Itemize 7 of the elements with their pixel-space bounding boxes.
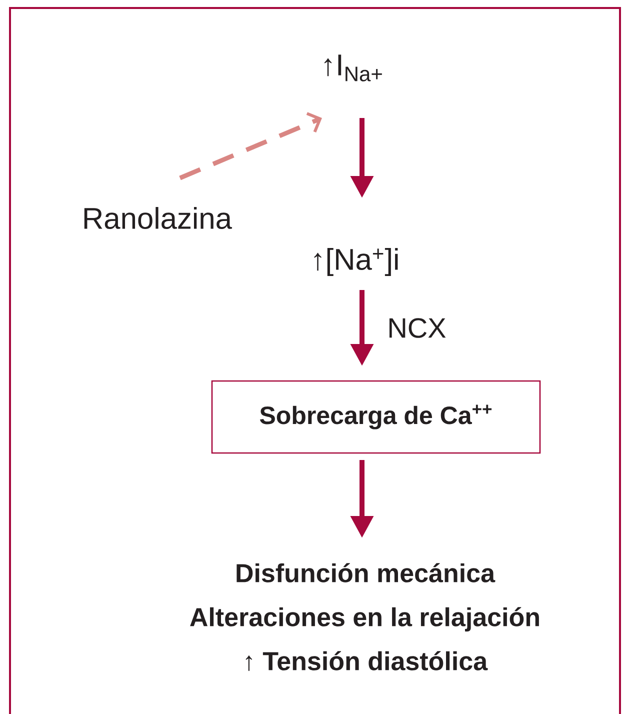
label-text: ↑[Na$^{+}$]i — [314, 248, 398, 276]
outcome-text: Disfunción mecánica Alteraciones en la relajación ↑ Tensión diastólica — [190, 563, 539, 671]
arrow — [179, 112, 322, 180]
edge-label: NCX — [386, 317, 448, 339]
label-text: Ranolazina — [84, 207, 232, 230]
label-text: ↑I$_{Na+}$ — [324, 54, 382, 82]
process-box: Sobrecarga de Ca$^{++}$ — [211, 380, 541, 454]
